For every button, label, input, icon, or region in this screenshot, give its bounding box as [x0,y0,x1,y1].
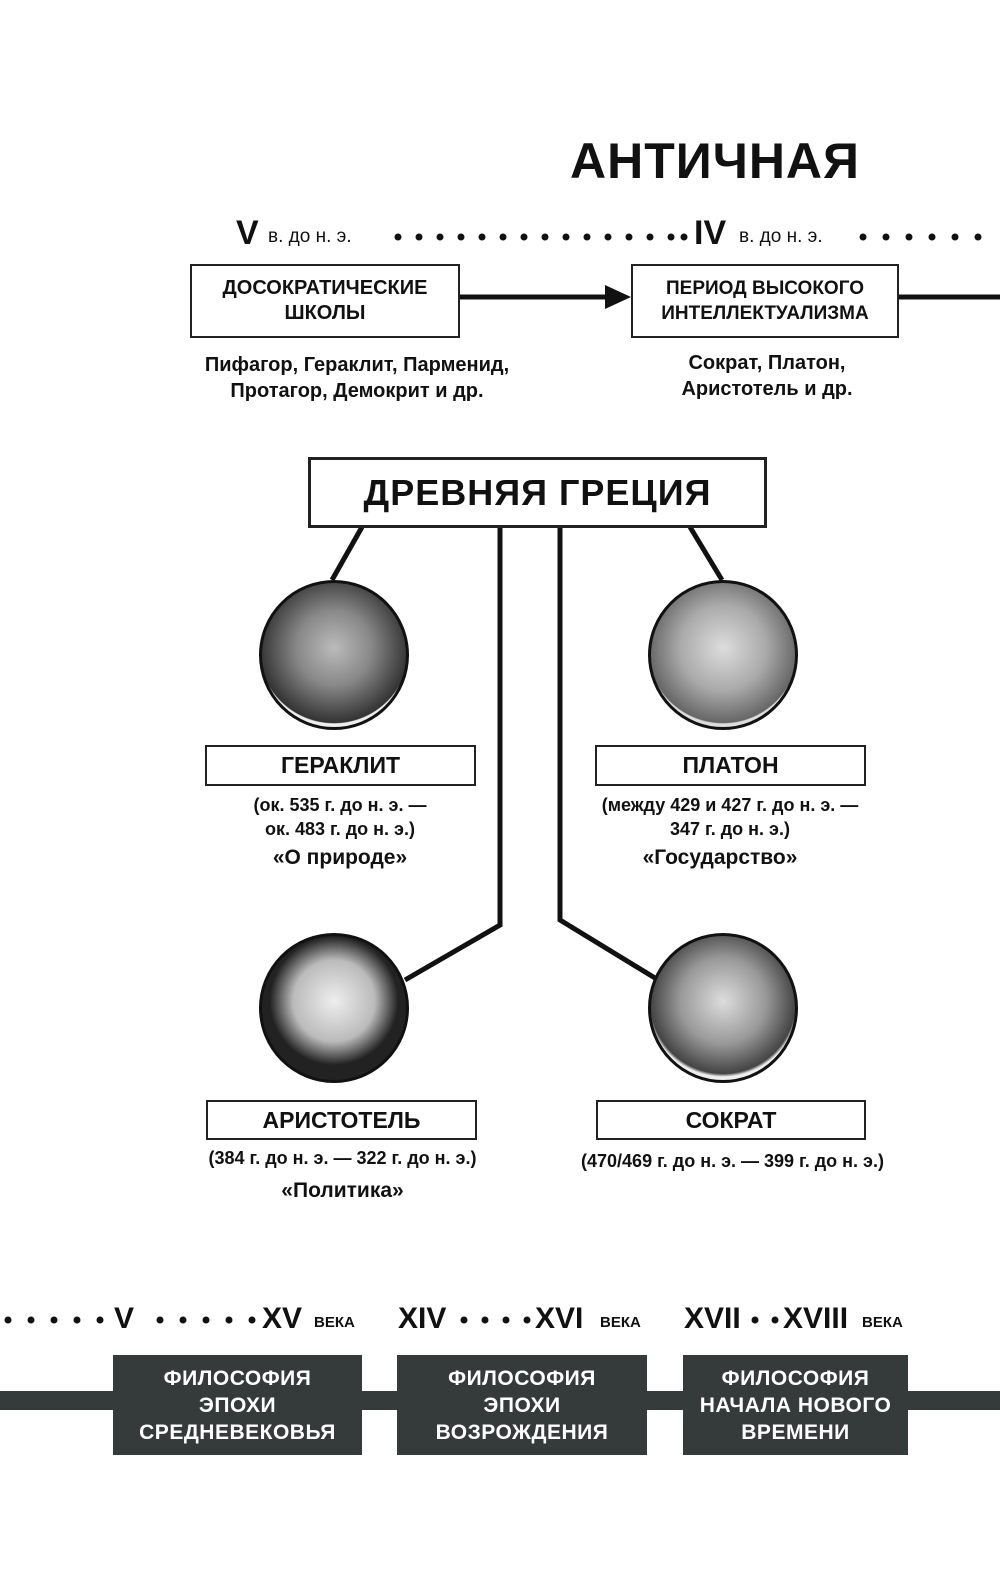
ancient-greece-label: ДРЕВНЯЯ ГРЕЦИЯ [363,471,712,513]
period-label: ФИЛОСОФИЯ [721,1366,870,1390]
period-1-from: V [114,1302,135,1335]
members-line: Сократ, Платон, [688,352,846,374]
plato-name-box: ПЛАТОН [595,745,866,786]
period-3-from: XVII [684,1302,741,1335]
period-2-from: XIV [398,1302,447,1335]
period-2-to: XVI [535,1302,584,1335]
socrates-dates: (470/469 г. до н. э. — 399 г. до н. э.) [581,1151,884,1171]
period-3-suffix: ВЕКА [862,1314,903,1331]
period-1-to: XV [262,1302,303,1335]
socrates-name-box: СОКРАТ [596,1100,866,1140]
medieval-philosophy-box: ФИЛОСОФИЯ ЭПОХИ СРЕДНЕВЕКОВЬЯ [113,1355,362,1455]
philosopher-name: ПЛАТОН [682,752,779,778]
aristotle-portrait [259,933,409,1083]
dotted-timeline-top [394,233,982,241]
heraclitus-name-box: ГЕРАКЛИТ [205,745,476,786]
plato-portrait [648,580,798,730]
philosopher-name: СОКРАТ [685,1106,777,1133]
century-v: V [236,214,259,252]
dates-line: ок. 483 г. до н. э.) [265,819,415,839]
stage-label: ДОСОКРАТИЧЕСКИЕ [222,277,428,299]
heraclitus-work: «О природе» [272,846,408,869]
period-label: ЭПОХИ [198,1393,277,1417]
period-label: ФИЛОСОФИЯ [163,1366,312,1390]
members-line: Аристотель и др. [681,378,853,400]
dates-line: (между 429 и 427 г. до н. э. — [601,795,859,815]
plato-dates: (между 429 и 427 г. до н. э. — 347 г. до… [560,793,900,841]
arrow-head-icon [605,285,631,309]
stage-label: ШКОЛЫ [284,302,366,324]
dates-line: (ок. 535 г. до н. э. — [253,795,427,815]
stage-presocratic: ДОСОКРАТИЧЕСКИЕ ШКОЛЫ [190,264,460,338]
century-iv-suffix: в. до н. э. [739,226,823,247]
period-label: СРЕДНЕВЕКОВЬЯ [139,1420,336,1444]
period-3-to: XVIII [783,1302,849,1335]
stage-label: ИНТЕЛЛЕКТУАЛИЗМА [661,303,869,324]
members-line: Пифагор, Гераклит, Парменид, [204,354,510,376]
period-label: ФИЛОСОФИЯ [448,1366,596,1390]
page-title: АНТИЧНАЯ [570,133,860,189]
aristotle-name-box: АРИСТОТЕЛЬ [206,1100,477,1140]
period-2-suffix: ВЕКА [600,1314,641,1331]
aristotle-dates: (384 г. до н. э. — 322 г. до н. э.) [208,1148,477,1168]
philosopher-name: ГЕРАКЛИТ [280,752,401,778]
socrates-portrait [648,933,798,1083]
period-label: ЭПОХИ [483,1393,561,1417]
presocratic-members: Пифагор, Гераклит, Парменид, Протагор, Д… [157,352,557,404]
ancient-greece-box: ДРЕВНЯЯ ГРЕЦИЯ [308,457,767,528]
heraclitus-portrait [259,580,409,730]
period-label: НАЧАЛА НОВОГО [699,1393,892,1417]
modern-philosophy-box: ФИЛОСОФИЯ НАЧАЛА НОВОГО ВРЕМЕНИ [683,1355,908,1455]
dates-line: 347 г. до н. э.) [670,819,790,839]
stage-label: ПЕРИОД ВЫСОКОГО [665,278,865,299]
plato-work: «Государство» [642,846,798,869]
century-iv: IV [694,214,727,252]
period-1-suffix: ВЕКА [314,1314,355,1331]
period-label: ВРЕМЕНИ [741,1420,850,1444]
dotted-timeline-bottom [4,1316,779,1324]
century-v-suffix: в. до н. э. [268,226,352,247]
stage-high-intellectualism: ПЕРИОД ВЫСОКОГО ИНТЕЛЛЕКТУАЛИЗМА [631,264,899,338]
heraclitus-dates: (ок. 535 г. до н. э. — ок. 483 г. до н. … [190,793,490,841]
members-line: Протагор, Демокрит и др. [230,380,484,402]
aristotle-work: «Политика» [281,1179,404,1202]
period-label: ВОЗРОЖДЕНИЯ [435,1420,609,1444]
renaissance-philosophy-box: ФИЛОСОФИЯ ЭПОХИ ВОЗРОЖДЕНИЯ [397,1355,647,1455]
philosopher-name: АРИСТОТЕЛЬ [262,1106,421,1133]
high-intellectualism-members: Сократ, Платон, Аристотель и др. [617,350,917,402]
